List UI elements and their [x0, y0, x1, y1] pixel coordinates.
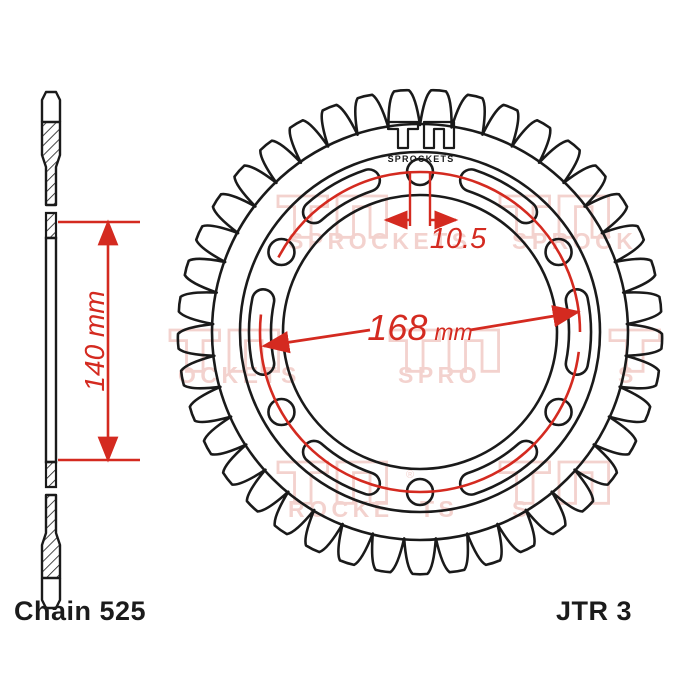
hub-outer-circle	[238, 150, 602, 514]
watermark-layer: SPROCKETS SPROCK OCKETS SPRO S ROCKE TS …	[168, 194, 661, 522]
section-web	[44, 236, 58, 464]
sprocket-face	[176, 88, 664, 576]
section-hatch-top	[40, 120, 62, 207]
tooth-root-circle	[210, 122, 630, 542]
bolt-hole	[544, 237, 573, 267]
chain-size-label: Chain 525	[14, 596, 147, 626]
jt-sprockets-logo: SPROCKETS	[386, 120, 456, 164]
hub-slot	[458, 168, 539, 225]
watermark-word: SPRO	[398, 362, 481, 388]
dimension-168mm	[261, 305, 581, 354]
bolt-circle-pcd	[258, 170, 582, 494]
hub-slot	[301, 439, 382, 496]
watermark-word: ROCKE	[288, 496, 394, 522]
bolt-hole	[267, 397, 296, 427]
logo-subtext: SPROCKETS	[388, 154, 455, 164]
section-hatch-bottom-small	[44, 460, 58, 489]
dimension-10-5-label: 10.5	[430, 223, 487, 255]
part-number-label: JTR 3	[556, 596, 633, 626]
watermark-word: OCKETS	[178, 362, 301, 388]
dimension-140mm-label: 140 mm	[79, 290, 110, 391]
dimension-10-5	[383, 172, 459, 230]
dimension-140mm	[58, 219, 140, 463]
watermark-registered-mark: ®	[406, 469, 414, 481]
hub-slot	[458, 439, 539, 496]
sprocket-teeth	[176, 88, 664, 576]
bolt-hole	[544, 397, 573, 427]
section-hatch-top-small	[44, 211, 58, 240]
bolt-hole	[267, 237, 296, 267]
section-hatch-bottom	[40, 493, 62, 580]
side-section-profile	[40, 90, 62, 610]
